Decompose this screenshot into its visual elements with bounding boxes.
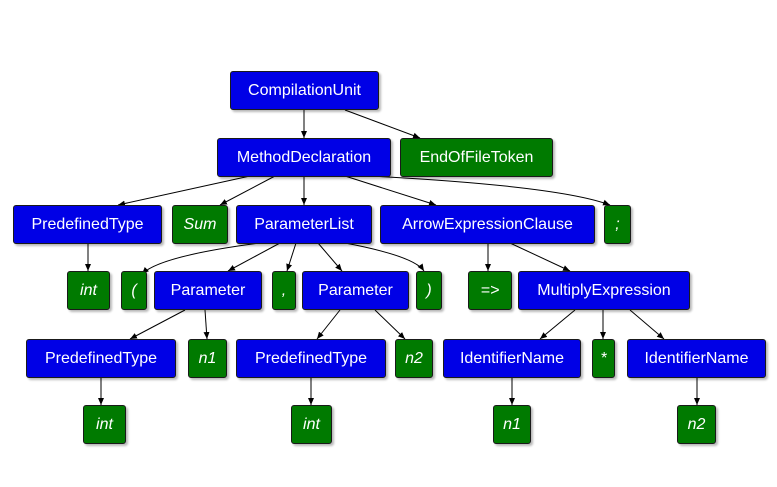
edge-method-sum: [219, 175, 276, 206]
node-label: Parameter: [170, 281, 246, 299]
edge-mult-ident1: [539, 309, 576, 340]
token-label: int: [303, 415, 320, 433]
token-label: ,: [281, 281, 287, 299]
node-identifier-name-1[interactable]: IdentifierName: [443, 339, 581, 378]
node-multiply-expression[interactable]: MultiplyExpression: [518, 271, 690, 310]
token-label: EndOfFileToken: [419, 148, 534, 166]
node-parameter-list[interactable]: ParameterList: [236, 205, 372, 244]
node-parameter-1[interactable]: Parameter: [154, 271, 262, 310]
edge-layer: [85, 109, 700, 405]
token-int-param-2[interactable]: int: [291, 405, 332, 444]
token-label: (: [131, 281, 137, 299]
token-n1-param[interactable]: n1: [188, 339, 227, 378]
node-label: PredefinedType: [254, 349, 368, 367]
token-label: =>: [480, 281, 500, 299]
token-sum[interactable]: Sum: [172, 205, 228, 244]
edge-param1-n1: [203, 309, 210, 340]
token-label: n1: [503, 415, 521, 433]
token-arrow[interactable]: =>: [468, 271, 512, 310]
token-semicolon[interactable]: ;: [604, 205, 631, 244]
token-n2-param[interactable]: n2: [395, 339, 433, 378]
token-label: int: [96, 415, 113, 433]
node-parameter-2[interactable]: Parameter: [302, 271, 409, 310]
token-close-paren[interactable]: ): [416, 271, 442, 310]
token-open-paren[interactable]: (: [121, 271, 147, 310]
node-predefined-type-param-1[interactable]: PredefinedType: [26, 339, 176, 378]
token-label: n1: [198, 349, 217, 367]
node-label: PredefinedType: [31, 215, 144, 233]
edge-paramlist-param1: [227, 242, 281, 272]
edge-paramlist-close: [344, 242, 425, 272]
node-label: Parameter: [318, 281, 393, 299]
edge-paramlist-comma: [286, 242, 297, 272]
node-compilation-unit[interactable]: CompilationUnit: [230, 71, 379, 110]
edge-param2-predef: [316, 309, 341, 340]
node-predefined-type-return[interactable]: PredefinedType: [13, 205, 162, 244]
token-label: ;: [615, 215, 620, 233]
token-label: int: [80, 281, 97, 299]
token-star[interactable]: *: [592, 339, 615, 378]
edge-method-semicolon: [369, 175, 611, 206]
node-method-declaration[interactable]: MethodDeclaration: [217, 138, 391, 177]
token-label: ): [426, 281, 432, 299]
token-n2-reference[interactable]: n2: [677, 405, 716, 444]
token-end-of-file[interactable]: EndOfFileToken: [400, 138, 553, 177]
edge-paramlist-param2: [317, 242, 343, 272]
token-label: Sum: [183, 215, 217, 233]
node-label: PredefinedType: [44, 349, 158, 367]
token-comma[interactable]: ,: [272, 271, 296, 310]
node-label: IdentifierName: [459, 349, 565, 367]
node-label: MethodDeclaration: [236, 148, 372, 166]
node-label: IdentifierName: [644, 349, 749, 367]
edge-param2-n2: [374, 309, 406, 340]
token-int-param-1[interactable]: int: [83, 405, 126, 444]
node-label: ParameterList: [254, 215, 354, 233]
token-label: *: [600, 349, 607, 367]
token-label: n2: [687, 415, 706, 433]
node-identifier-name-2[interactable]: IdentifierName: [627, 339, 766, 378]
edge-mult-ident2: [629, 309, 665, 340]
edge-method-predef: [117, 175, 251, 207]
token-label: n2: [405, 349, 423, 367]
token-n1-reference[interactable]: n1: [493, 405, 531, 444]
edge-arrowclause-mult: [509, 242, 571, 272]
token-int-return[interactable]: int: [67, 271, 110, 310]
node-label: ArrowExpressionClause: [402, 215, 573, 233]
node-predefined-type-param-2[interactable]: PredefinedType: [236, 339, 386, 378]
edge-param1-predef: [129, 309, 186, 340]
edge-paramlist-open: [141, 242, 261, 275]
edge-root-eof: [344, 109, 421, 139]
node-label: CompilationUnit: [248, 81, 361, 99]
node-label: MultiplyExpression: [537, 281, 671, 299]
node-arrow-expression-clause[interactable]: ArrowExpressionClause: [380, 205, 595, 244]
edge-method-arrowclause: [344, 175, 437, 206]
